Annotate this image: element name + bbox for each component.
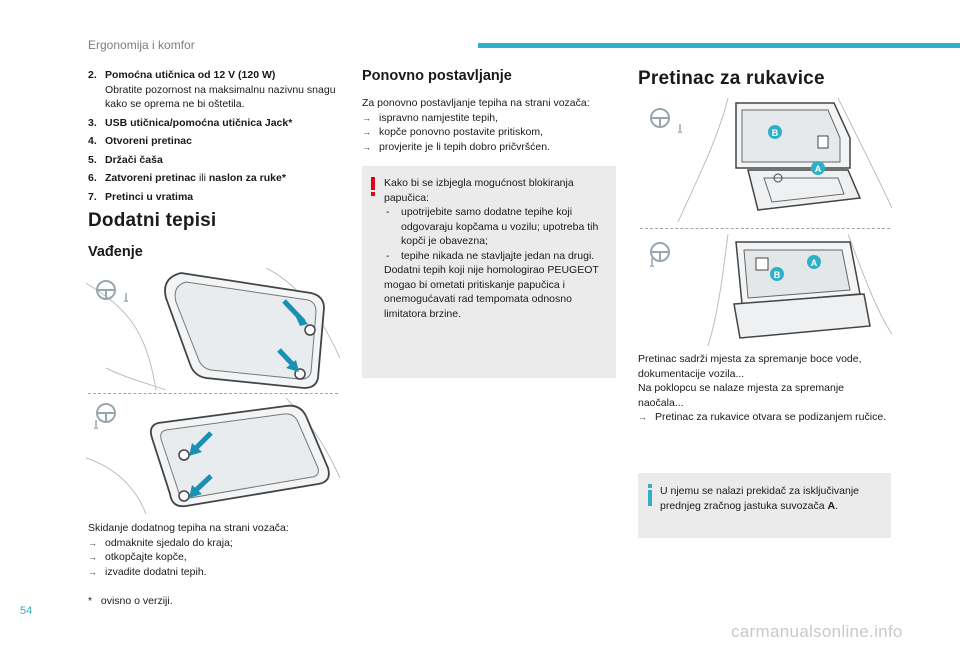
warning-intro: Kako bi se izbjegla mogućnost blokiranja… [384, 177, 574, 204]
arrow-icon [282, 299, 308, 326]
section-heading-glovebox: Pretinac za rukavice [638, 68, 825, 89]
glovebox-figure-bottom: A B [638, 234, 892, 346]
list-item: 4. Otvoreni pretinac [88, 135, 192, 147]
list-item: izvadite dodatni tepih. [88, 565, 338, 580]
svg-text:B: B [772, 128, 779, 138]
mat-removal-figure-bottom [86, 398, 340, 514]
list-item: 7. Pretinci u vratima [88, 190, 194, 203]
list-item: 5. Držači čaša [88, 153, 163, 166]
list-item: Pretinac za rukavice otvara se podizanje… [638, 410, 892, 425]
callout-b-icon: B [770, 267, 784, 281]
info-box: U njemu se nalazi prekidač za isključiva… [638, 473, 891, 538]
subheading-removal: Vađenje [88, 244, 143, 260]
arrow-icon [189, 474, 213, 498]
section-heading-mats: Dodatni tepisi [88, 210, 217, 231]
callout-a-icon: A [811, 161, 825, 175]
warning-outro: Dodatni tepih koji nije homologirao PEUG… [384, 264, 599, 320]
seat-icon [94, 420, 98, 429]
list-item: provjerite je li tepih dobro pričvršćen. [362, 140, 618, 155]
glovebox-description: Pretinac sadrži mjesta za spremanje boce… [638, 352, 892, 425]
list-item: 3. USB utičnica/pomoćna utičnica Jack* [88, 116, 293, 129]
subheading-reinstall: Ponovno postavljanje [362, 68, 512, 84]
figure-separator [640, 228, 890, 229]
steering-wheel-icon [650, 242, 670, 262]
list-item: tepihe nikada ne stavljajte jedan na dru… [384, 249, 610, 264]
page-number: 54 [20, 605, 33, 617]
steering-wheel-icon [96, 403, 116, 423]
arrow-icon [277, 348, 299, 372]
seat-icon [678, 124, 682, 133]
glovebox-figure-top: B A [638, 98, 892, 222]
list-item: 2. Pomoćna utičnica od 12 V (120 W) Obra… [88, 69, 336, 110]
list-item: upotrijebite samo dodatne tepihe koji od… [384, 205, 610, 249]
reinstall-instructions: Za ponovno postavljanje tepiha na strani… [362, 96, 618, 154]
list-item: kopče ponovno postavite pritiskom, [362, 125, 618, 140]
list-item: ispravno namjestite tepih, [362, 111, 618, 126]
figure-separator [88, 393, 338, 394]
footnote: * ovisno o verziji. [88, 595, 173, 607]
list-item: otkopčajte kopče, [88, 550, 338, 565]
list-item: 6. Zatvoreni pretinac ili naslon za ruke… [88, 172, 286, 184]
header-accent-bar [478, 43, 960, 48]
seat-icon [124, 293, 128, 302]
steering-wheel-icon [650, 108, 670, 128]
section-title: Ergonomija i komfor [88, 38, 195, 52]
info-icon [648, 484, 652, 506]
removal-instructions: Skidanje dodatnog tepiha na strani vozač… [88, 521, 338, 579]
mat-removal-figure-top [86, 268, 340, 390]
warning-exclamation-icon [371, 177, 375, 196]
seat-icon [650, 258, 654, 267]
warning-box: Kako bi se izbjegla mogućnost blokiranja… [362, 166, 616, 378]
svg-text:A: A [815, 164, 822, 174]
steering-wheel-icon [96, 280, 116, 300]
callout-a-icon: A [807, 255, 821, 269]
arrow-icon [189, 431, 213, 456]
svg-text:A: A [811, 258, 818, 268]
list-item: odmaknite sjedalo do kraja; [88, 536, 338, 551]
feature-list: 2. Pomoćna utičnica od 12 V (120 W) Obra… [88, 68, 338, 208]
watermark: carmanualsonline.info [731, 622, 903, 641]
callout-b-icon: B [768, 125, 782, 139]
svg-text:B: B [774, 270, 781, 280]
